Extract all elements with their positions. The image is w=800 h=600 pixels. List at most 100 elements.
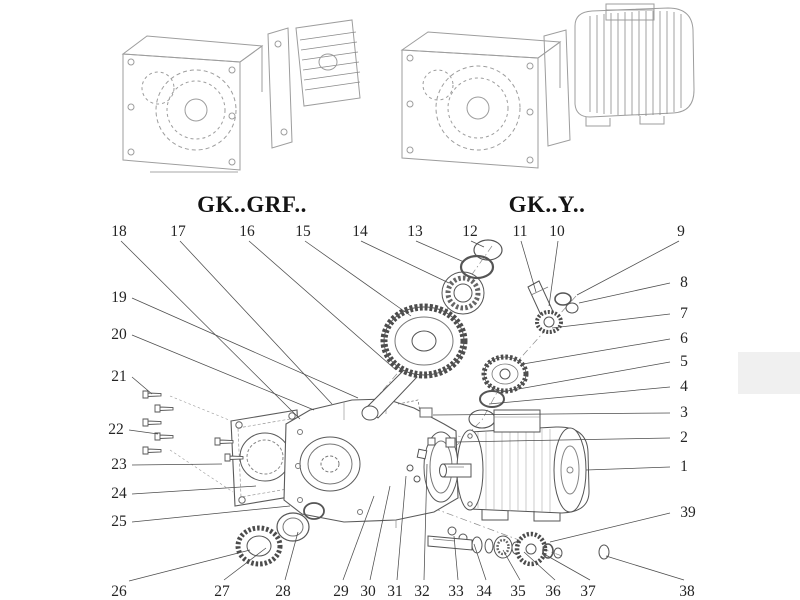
leader-21 <box>131 376 153 395</box>
leader-7 <box>551 313 671 329</box>
leader-38 <box>605 555 685 581</box>
callout-38: 38 <box>679 583 695 600</box>
leader-36 <box>523 551 556 581</box>
output-gear-and-shaft <box>361 303 468 421</box>
output-shaft-assembly <box>427 531 610 567</box>
leader-23 <box>131 463 223 466</box>
callout-32: 32 <box>414 583 430 600</box>
scan-artifact <box>738 352 800 394</box>
leader-27 <box>223 547 267 581</box>
motor <box>439 409 590 522</box>
callout-17: 17 <box>170 223 186 240</box>
exploded-view <box>142 239 610 567</box>
leader-25 <box>131 505 291 523</box>
small-fasteners <box>406 437 468 543</box>
callout-29: 29 <box>333 583 349 600</box>
intermediate-gear <box>481 354 529 394</box>
callout-26: 26 <box>111 583 127 600</box>
leader-16 <box>248 240 397 371</box>
leader-11 <box>520 240 537 293</box>
model-label-gky: GK..Y.. <box>509 192 586 217</box>
leader-5 <box>501 361 671 393</box>
callout-28: 28 <box>275 583 291 600</box>
callout-3: 3 <box>680 404 688 421</box>
fan-cover <box>553 427 587 513</box>
leader-39 <box>549 512 671 543</box>
motor-drawing <box>574 3 695 127</box>
leader-37 <box>543 553 591 581</box>
leader-18 <box>120 240 301 420</box>
leader-24 <box>131 485 257 495</box>
leader-6 <box>522 338 671 365</box>
callout-36: 36 <box>545 583 561 600</box>
callout-14: 14 <box>352 223 368 240</box>
callout-4: 4 <box>680 378 688 395</box>
callout-20: 20 <box>111 326 127 343</box>
leader-4 <box>488 386 671 405</box>
leader-9 <box>576 240 680 296</box>
callout-1: 1 <box>680 458 688 475</box>
callout-6: 6 <box>680 330 688 347</box>
leader-1 <box>585 466 671 471</box>
leader-31 <box>396 475 407 581</box>
leader-22 <box>128 429 159 435</box>
leader-20 <box>131 334 315 411</box>
leader-3 <box>432 412 671 416</box>
breather-plug <box>419 407 433 418</box>
callout-numbers: 18 17 16 15 14 13 12 11 10 9 8 7 6 5 4 3… <box>108 223 696 600</box>
leader-14 <box>360 240 450 284</box>
bolt-alignment-lines <box>169 395 473 499</box>
terminal-box <box>493 409 541 433</box>
input-pinion-assembly <box>527 280 579 334</box>
callout-27: 27 <box>214 583 230 600</box>
callout-31: 31 <box>387 583 403 600</box>
callout-21: 21 <box>111 368 127 385</box>
motor-shaft <box>442 463 472 478</box>
callout-5: 5 <box>680 353 688 370</box>
callout-22: 22 <box>108 421 124 438</box>
callout-24: 24 <box>111 485 127 502</box>
leader-34 <box>473 543 487 581</box>
callout-35: 35 <box>510 583 526 600</box>
callout-15: 15 <box>295 223 311 240</box>
callout-8: 8 <box>680 274 688 291</box>
leader-33 <box>453 535 459 581</box>
callout-37: 37 <box>580 583 596 600</box>
callout-30: 30 <box>360 583 376 600</box>
leader-30 <box>369 485 391 581</box>
callout-39: 39 <box>680 504 696 521</box>
leader-17 <box>179 240 333 405</box>
leader-28 <box>284 531 299 581</box>
leader-15 <box>304 240 412 317</box>
leader-35 <box>502 549 521 581</box>
shaft-key <box>445 437 456 448</box>
callout-34: 34 <box>476 583 492 600</box>
callout-13: 13 <box>407 223 423 240</box>
flange-bolts <box>142 390 244 462</box>
callout-7: 7 <box>680 305 688 322</box>
leader-13 <box>415 240 465 263</box>
model-label-gkgrf: GK..GRF.. <box>197 192 307 217</box>
callout-19: 19 <box>111 289 127 306</box>
callout-16: 16 <box>239 223 255 240</box>
leader-10 <box>548 240 559 307</box>
leader-12 <box>470 240 485 248</box>
callout-11: 11 <box>513 223 528 240</box>
callout-23: 23 <box>111 456 127 473</box>
callout-12: 12 <box>462 223 478 240</box>
callout-33: 33 <box>448 583 464 600</box>
leader-lines <box>120 240 685 582</box>
callout-18: 18 <box>111 223 127 240</box>
callout-9: 9 <box>677 223 685 240</box>
leader-19 <box>131 297 359 399</box>
leader-2 <box>455 437 671 443</box>
lower-bearing-set <box>235 502 325 567</box>
callout-10: 10 <box>549 223 565 240</box>
callout-2: 2 <box>680 429 688 446</box>
leader-26 <box>128 549 251 582</box>
upper-bearing-and-rings <box>441 239 503 315</box>
callout-25: 25 <box>111 513 127 530</box>
leader-29 <box>342 495 375 581</box>
